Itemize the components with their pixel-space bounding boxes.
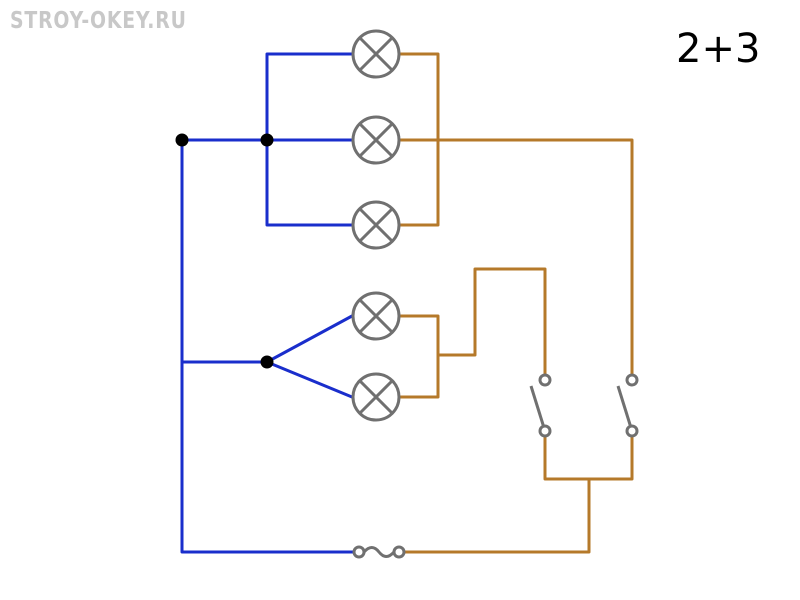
phase-lamp-2-out: [398, 138, 634, 382]
scheme-label: 2+3: [676, 26, 761, 72]
phase-lamp-4-out: [398, 314, 440, 399]
lamp-2-icon: [351, 115, 401, 165]
neutral-feed-lamp-3: [265, 138, 354, 227]
lamps: [351, 29, 401, 422]
lamp-5-icon: [351, 372, 401, 422]
neutral-feed-lamp-4: [265, 314, 354, 364]
switch-2-icon: [616, 373, 639, 438]
neutral-wires: [180, 52, 356, 554]
fuse-icon: [352, 545, 406, 559]
switch-1-icon: [529, 373, 552, 438]
neutral-main-wire: [180, 138, 356, 554]
phase-switch-bottom: [543, 429, 634, 481]
junction-dot: [260, 133, 274, 147]
junctions: [175, 133, 274, 369]
phase-group-2-to-switch: [436, 267, 547, 382]
phase-fuse-feed: [402, 477, 591, 554]
lamp-1-icon: [351, 29, 401, 79]
lamp-3-icon: [351, 200, 401, 250]
lamp-4-icon: [351, 291, 401, 341]
switches: [529, 373, 639, 438]
junction-dot: [175, 133, 189, 147]
junction-dot: [260, 355, 274, 369]
neutral-feed-lamp-5: [265, 360, 354, 399]
neutral-feed-lamp-1: [265, 52, 354, 142]
phase-wires: [398, 52, 634, 554]
watermark-text: STROY-OKEY.RU: [10, 8, 187, 34]
